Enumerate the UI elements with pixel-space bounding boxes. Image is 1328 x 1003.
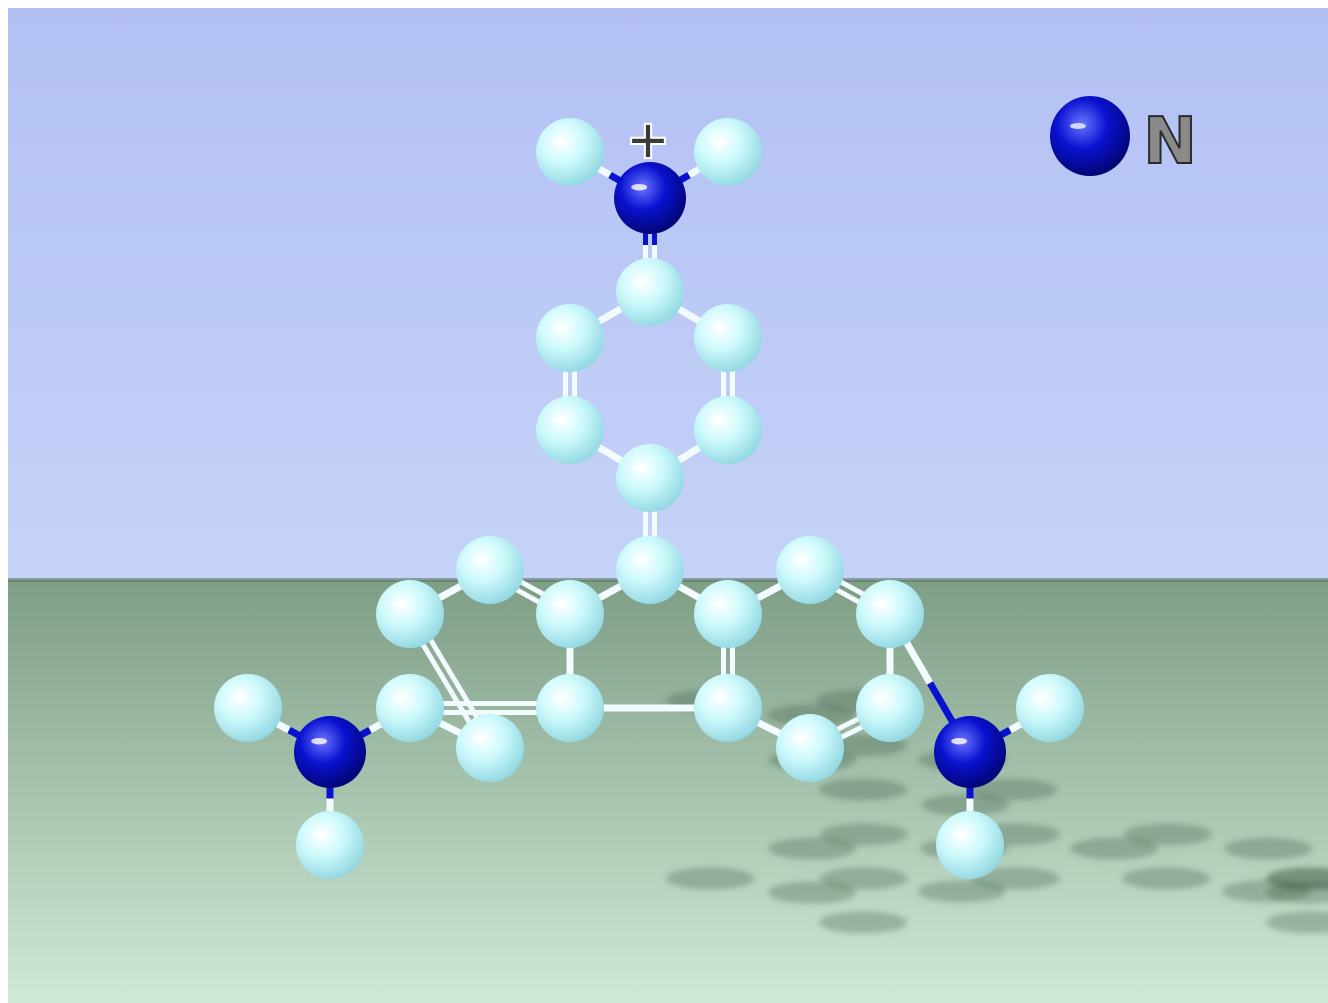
atom-highlight-c2 xyxy=(552,324,568,331)
atom-highlight-c11 xyxy=(472,734,488,741)
atom-shadow-c4 xyxy=(819,778,907,801)
atom-c5 xyxy=(694,396,762,464)
atom-highlight-c6 xyxy=(632,464,648,471)
atom-c19 xyxy=(776,714,844,782)
floor-plane xyxy=(8,580,1328,1003)
atom-highlight-c14 xyxy=(710,600,726,607)
atom-c17 xyxy=(856,580,924,648)
atom-c8 xyxy=(536,580,604,648)
atom-highlight-n3 xyxy=(951,737,968,745)
atom-shadow-c16 xyxy=(1124,823,1212,846)
atom-shadow-h6 xyxy=(1266,911,1328,934)
legend-atom-highlight xyxy=(1070,123,1086,129)
atom-shadow-h4 xyxy=(819,911,908,934)
atom-c9 xyxy=(536,674,604,742)
atom-layer xyxy=(214,118,1084,879)
legend-nitrogen-atom xyxy=(1050,96,1130,176)
atom-c16 xyxy=(776,536,844,604)
atom-highlight-c16 xyxy=(792,556,808,563)
atom-highlight-n2 xyxy=(311,737,328,745)
atom-shadow-c17 xyxy=(1224,837,1313,860)
atom-c3 xyxy=(694,304,762,372)
atom-shadow-c5 xyxy=(969,778,1058,801)
atom-highlight-c5 xyxy=(710,416,726,423)
atom-h4 xyxy=(296,811,364,879)
atom-c7 xyxy=(616,536,684,604)
legend: N xyxy=(1050,96,1198,180)
atom-h2 xyxy=(694,118,762,186)
atom-highlight-c4 xyxy=(552,416,568,423)
atom-c6 xyxy=(616,444,684,512)
atom-c11 xyxy=(456,714,524,782)
atom-c13 xyxy=(376,580,444,648)
atom-highlight-h6 xyxy=(952,831,968,838)
atom-c14 xyxy=(694,580,762,648)
atom-shadow-n2 xyxy=(768,881,857,904)
atom-shadow-c12 xyxy=(820,823,908,846)
atom-h3 xyxy=(214,674,282,742)
atom-h5 xyxy=(1016,674,1084,742)
atom-highlight-c9 xyxy=(552,694,568,701)
atom-highlight-c3 xyxy=(710,324,726,331)
atom-shadow-c10 xyxy=(819,867,908,890)
atom-h6 xyxy=(936,811,1004,879)
atom-shadow-c13 xyxy=(768,837,857,860)
nitrogen-atom-n2 xyxy=(294,716,366,788)
atom-highlight-n1 xyxy=(631,183,648,191)
atom-highlight-h2 xyxy=(710,138,726,145)
atom-c2 xyxy=(536,304,604,372)
atom-c4 xyxy=(536,396,604,464)
atom-c18 xyxy=(856,674,924,742)
atom-highlight-c12 xyxy=(472,556,488,563)
atom-shadow-c15 xyxy=(1122,867,1210,890)
atom-h1 xyxy=(536,118,604,186)
legend-symbol: N xyxy=(1143,105,1197,179)
atom-highlight-c13 xyxy=(392,600,408,607)
atom-c10 xyxy=(376,674,444,742)
atom-highlight-c18 xyxy=(872,694,888,701)
atom-highlight-c8 xyxy=(552,600,568,607)
atom-highlight-h5 xyxy=(1032,694,1048,701)
atom-highlight-c15 xyxy=(710,694,726,701)
atom-highlight-c7 xyxy=(632,556,648,563)
atom-highlight-h3 xyxy=(230,694,246,701)
atom-shadow-c14 xyxy=(1070,837,1159,860)
atom-highlight-c10 xyxy=(392,694,408,701)
atom-highlight-h1 xyxy=(552,138,568,145)
atom-shadow-c11 xyxy=(917,880,1006,903)
left-frame-line xyxy=(0,0,8,1003)
atom-c15 xyxy=(694,674,762,742)
atom-shadow-h3 xyxy=(666,867,754,890)
atom-c12 xyxy=(456,536,524,604)
atom-shadow-c6 xyxy=(921,793,1010,816)
atom-highlight-c1 xyxy=(632,278,648,285)
nitrogen-atom-n1 xyxy=(614,162,686,234)
atom-highlight-c17 xyxy=(872,600,888,607)
atom-highlight-h4 xyxy=(312,831,328,838)
nitrogen-atom-n3 xyxy=(934,716,1006,788)
atom-c1 xyxy=(616,258,684,326)
atom-highlight-c19 xyxy=(792,734,808,741)
charge-label: + xyxy=(625,108,670,171)
top-frame-line xyxy=(0,0,1328,8)
atom-shadow-h5 xyxy=(1266,867,1328,890)
